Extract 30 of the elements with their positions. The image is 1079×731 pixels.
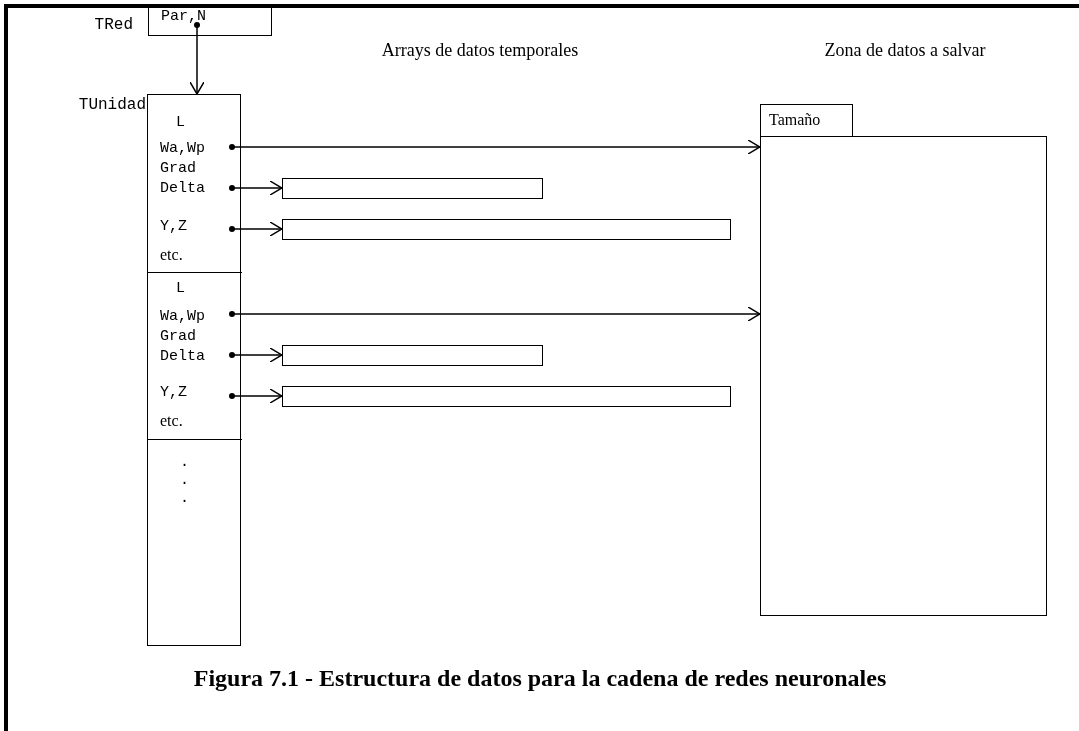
pointer-arrow <box>229 306 761 322</box>
pointer-arrow <box>229 221 283 237</box>
field-name: etc. <box>160 245 183 265</box>
data-zone-box <box>760 136 1047 616</box>
field-name: L <box>176 279 185 299</box>
field-name: L <box>176 113 185 133</box>
array-box <box>282 219 731 240</box>
field-name: Grad Delta <box>160 327 206 367</box>
field-name: Wa,Wp <box>160 307 205 327</box>
array-box <box>282 386 731 407</box>
pointer-arrow <box>189 22 205 95</box>
pointer-arrow <box>229 180 283 196</box>
array-box <box>282 345 543 366</box>
field-name: Grad Delta <box>160 159 206 199</box>
field-name: Wa,Wp <box>160 139 205 159</box>
heading: Zona de datos a salvar <box>824 40 986 60</box>
field-name: Y,Z <box>160 217 187 237</box>
pointer-arrow <box>229 347 283 363</box>
pointer-arrow <box>229 388 283 404</box>
type-name: TRed <box>94 15 133 35</box>
type-name: TUnidad <box>78 95 146 115</box>
ellipsis: . . . <box>180 454 186 508</box>
field-name: Y,Z <box>160 383 187 403</box>
array-box <box>282 178 543 199</box>
field-name: Par,N <box>161 7 206 27</box>
pointer-arrow <box>229 139 761 155</box>
size-tab <box>760 104 853 137</box>
field-name: etc. <box>160 411 183 431</box>
heading: Arrays de datos temporales <box>381 40 579 60</box>
tab-label: Tamaño <box>769 110 821 130</box>
